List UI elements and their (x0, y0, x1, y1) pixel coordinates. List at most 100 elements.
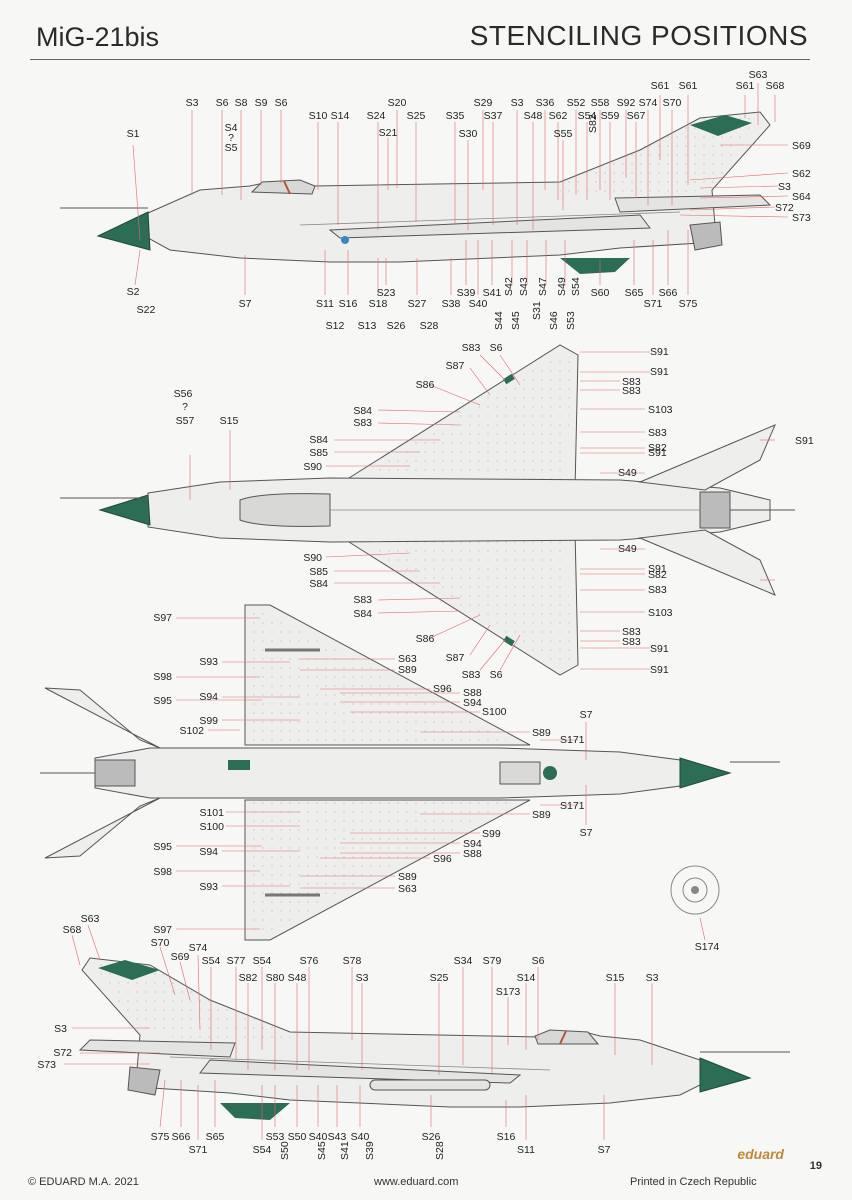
website-link[interactable]: www.eduard.com (374, 1176, 459, 1188)
side-left-canopy (250, 179, 316, 195)
bottom-stencil-label: S96 (433, 683, 452, 695)
side-right-stabilizer (78, 1039, 236, 1058)
side-left-stencil-label: S65 (625, 287, 644, 299)
side-left-stencil-label: S74 (639, 97, 658, 109)
side-right-stencil-label: S173 (496, 986, 521, 998)
side-right-stencil-label: S15 (606, 972, 625, 984)
bottom-stencil-label: S99 (199, 715, 218, 727)
side-left-panel-line (299, 211, 681, 226)
side-right-stencil-label: S54 (253, 1144, 272, 1156)
side-right-stencil-label: S54 (253, 955, 272, 967)
model-name: MiG-21bis (36, 22, 160, 52)
side-right-stencil-label: S14 (517, 972, 536, 984)
side-left-leader-lines (132, 83, 789, 295)
bottom-leader-lines (176, 617, 706, 941)
side-left-stencil-label: S2 (127, 286, 140, 298)
side-right-canopy-frame (559, 1030, 567, 1045)
side-left-stencil-label: S20 (388, 97, 407, 109)
side-left-stencil-label: S31 (531, 301, 543, 320)
top-stencil-label: S91 (648, 447, 667, 459)
top-stencil-label: S83 (622, 626, 641, 638)
side-left-stencil-label: S61 (736, 80, 755, 92)
side-right-stencil-label: S50 (279, 1141, 291, 1160)
copyright-text: © EDUARD M.A. 2021 (28, 1176, 139, 1188)
bottom-stabilizer-lower (44, 797, 161, 859)
side-left-stencil-label: S7 (239, 298, 252, 310)
side-right-stencil-label: S26 (422, 1131, 441, 1143)
top-stencil-label: S86 (416, 633, 435, 645)
side-right-stencil-label: S78 (343, 955, 362, 967)
top-stabilizer-upper (638, 424, 776, 491)
top-stencil-label: S6 (490, 669, 503, 681)
top-stencil-label: S83 (622, 636, 641, 648)
bottom-stencil-label: S63 (398, 883, 417, 895)
side-right-stencil-label: S69 (171, 951, 190, 963)
side-right-stencil-label: S7 (598, 1144, 611, 1156)
bottom-stencil-label: S89 (532, 809, 551, 821)
side-left-fin-tip (690, 115, 752, 136)
bottom-stencil-label: S97 (153, 612, 172, 624)
side-left-stencil-label: S61 (651, 80, 670, 92)
bottom-stabilizer-upper (44, 687, 161, 749)
side-right-stencil-label: S63 (81, 913, 100, 925)
bottom-stencil-label: S7 (580, 827, 593, 839)
side-right-stencil-label: S28 (434, 1141, 446, 1160)
side-left-stencil-label: S25 (407, 110, 426, 122)
side-left-stencil-label: S3 (511, 97, 524, 109)
top-stencil-label: S84 (353, 608, 372, 620)
side-left-stencil-label: S6 (275, 97, 288, 109)
side-left-canopy-frame (283, 180, 291, 195)
side-left-stencil-label: S27 (408, 298, 427, 310)
top-stencil-label: S85 (309, 566, 328, 578)
side-left-stencil-label: S49 (556, 277, 568, 296)
top-stencil-label: S83 (648, 584, 667, 596)
side-left-stencil-label: S35 (446, 110, 465, 122)
bottom-stencil-label: S98 (153, 671, 172, 683)
top-stencil-label: S90 (303, 552, 322, 564)
side-right-nozzle (127, 1066, 161, 1096)
side-right-stencil-label: S54 (202, 955, 221, 967)
side-left-nozzle (689, 221, 723, 251)
bottom-wheel-detail-outer (670, 865, 720, 915)
top-nozzle (699, 491, 731, 529)
side-view-left (60, 111, 772, 274)
side-left-stencil-label: S64 (792, 191, 811, 203)
side-left-stencil-label: S12 (326, 320, 345, 332)
side-right-stencil-label: S76 (300, 955, 319, 967)
side-left-stencil-label: S42 (503, 277, 515, 296)
side-right-canopy (534, 1029, 600, 1045)
side-right-stencil-label: S41 (339, 1141, 351, 1160)
side-left-stencil-label: S66 (659, 287, 678, 299)
side-right-stencil-label: S16 (497, 1131, 516, 1143)
side-left-stabilizer (614, 194, 772, 213)
side-left-stencil-label: S28 (420, 320, 439, 332)
page-number: 19 (809, 1160, 822, 1172)
side-left-stencil-label: S6 (216, 97, 229, 109)
top-stencil-label: S91 (650, 346, 669, 358)
side-right-stencil-label: S71 (189, 1144, 208, 1156)
top-stencil-label: S49 (618, 543, 637, 555)
printed-in-text: Printed in Czech Republic (630, 1176, 757, 1188)
top-stencil-label: S87 (446, 652, 465, 664)
bottom-stencil-label: S96 (433, 853, 452, 865)
top-stencil-label: S103 (648, 607, 673, 619)
bottom-stencil-label: S88 (463, 687, 482, 699)
top-stencil-label: S91 (650, 643, 669, 655)
side-left-stencil-label: S11 (316, 298, 334, 310)
bottom-wheel-detail-inner (682, 877, 708, 903)
side-left-stencil-label: S54 (578, 110, 597, 122)
side-right-stencil-label: S73 (37, 1059, 56, 1071)
side-left-stencil-label: S68 (766, 80, 785, 92)
top-stencil-label: S83 (462, 342, 481, 354)
bottom-roundel (543, 766, 557, 780)
bottom-stencil-label: S100 (482, 706, 507, 718)
side-left-nose-cone (96, 211, 151, 251)
side-right-stencil-label: S25 (430, 972, 449, 984)
side-right-panel-line (169, 1056, 551, 1071)
side-right-stencil-label: S74 (189, 942, 208, 954)
bottom-stencil-label: S89 (532, 727, 551, 739)
side-right-stencil-label: S40 (351, 1131, 370, 1143)
side-right-stencil-label: S79 (483, 955, 502, 967)
side-left-stencil-label: S8 (235, 97, 248, 109)
